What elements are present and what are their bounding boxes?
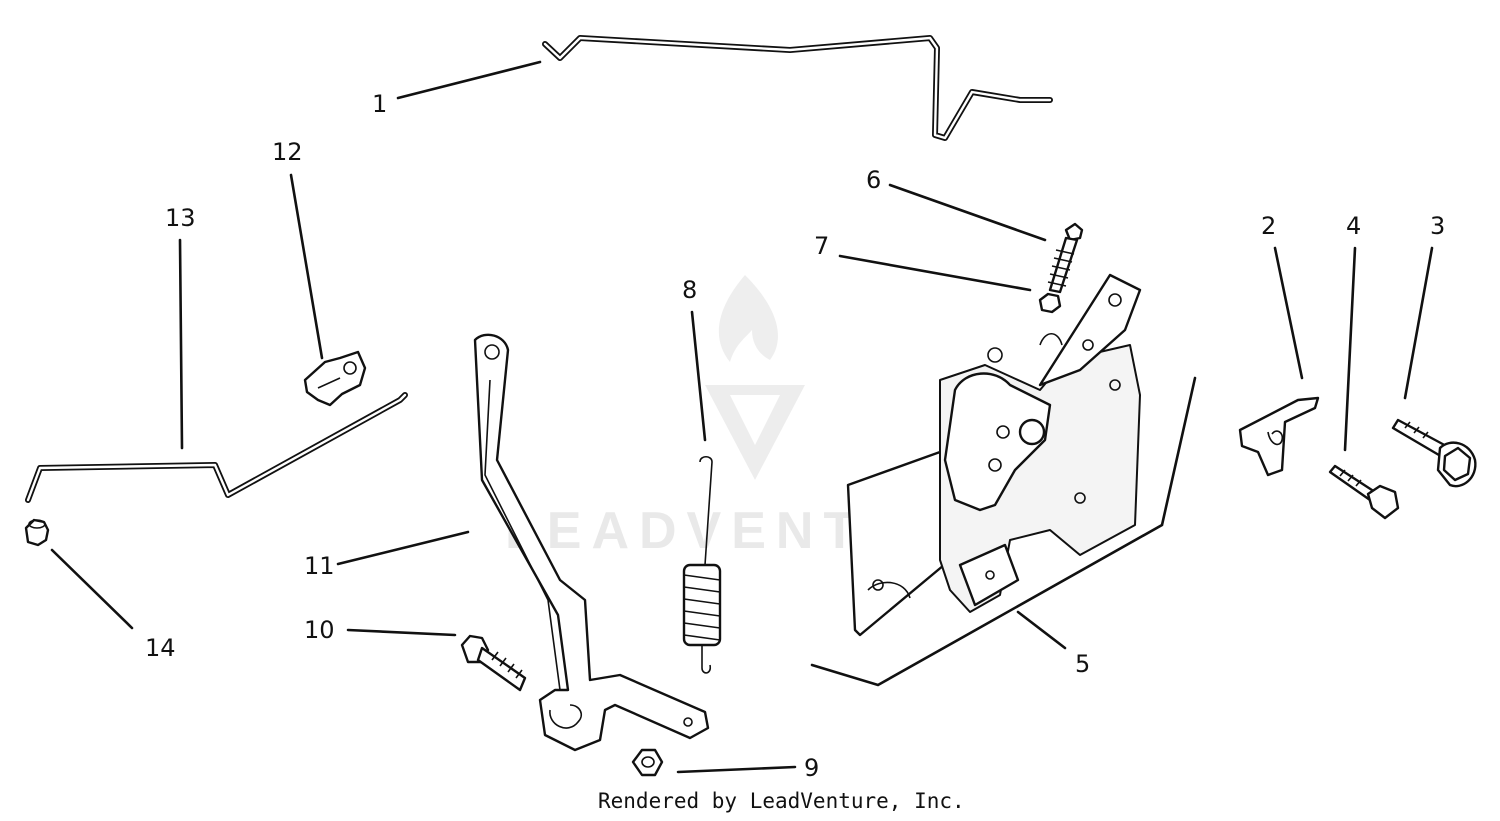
- part-2-bracket: [1238, 396, 1320, 477]
- callout-labels: 1 12 13 14 11 10 9 8 6 7 5 2 4 3: [145, 90, 1445, 782]
- callout-12: 12: [272, 138, 303, 166]
- part-11-governor-lever: [473, 333, 710, 752]
- part-5-control-plate: [810, 273, 1197, 687]
- part-8-spring: [682, 455, 722, 674]
- part-10-bolt: [460, 634, 527, 692]
- leader-lines: [50, 60, 1434, 774]
- part-7-nut: [1038, 292, 1062, 314]
- part-9-nut: [631, 748, 664, 777]
- watermark-logo: [705, 275, 805, 480]
- credit-text: Rendered by LeadVenture, Inc.: [598, 789, 965, 813]
- callout-11: 11: [304, 552, 335, 580]
- callout-10: 10: [304, 616, 335, 644]
- callout-9: 9: [804, 754, 819, 782]
- callout-1: 1: [372, 90, 387, 118]
- part-1-linkage-rod: [542, 35, 1053, 141]
- part-4-bolt: [1328, 464, 1400, 520]
- callout-2: 2: [1261, 212, 1276, 240]
- callout-4: 4: [1346, 212, 1361, 240]
- callout-5: 5: [1075, 650, 1090, 678]
- callout-8: 8: [682, 276, 697, 304]
- callout-13: 13: [165, 204, 196, 232]
- part-12-clip: [303, 350, 367, 407]
- callout-14: 14: [145, 634, 176, 662]
- part-3-flange-bolt: [1391, 418, 1477, 488]
- part-14-grommet: [24, 518, 50, 547]
- callout-3: 3: [1430, 212, 1445, 240]
- callout-6: 6: [866, 166, 881, 194]
- part-13-rod: [25, 392, 408, 503]
- part-6-screw: [1047, 222, 1084, 294]
- callout-7: 7: [814, 232, 829, 260]
